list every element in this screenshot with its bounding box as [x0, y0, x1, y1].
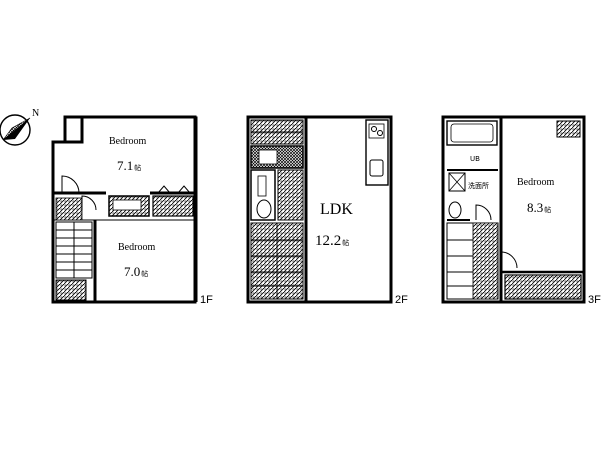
- toilet-icon: [256, 199, 272, 219]
- room-area: 8.3帖: [527, 200, 551, 215]
- floor-1f-stair-treads: [56, 222, 92, 278]
- floor-1f-door: [61, 175, 80, 194]
- floor-label: 1F: [200, 294, 213, 306]
- floor-3f: UB 洗面所 Bedroom 8.3帖 3F: [441, 115, 601, 306]
- room-name: Bedroom: [118, 242, 155, 253]
- toilet-icon: [448, 201, 462, 219]
- stove-icon: [371, 126, 377, 132]
- sink-icon: [369, 159, 384, 177]
- room-area: 7.1帖: [117, 158, 141, 173]
- floor-3f-closet: [504, 274, 582, 300]
- compass: N: [0, 108, 39, 146]
- room-name: Bedroom: [517, 177, 554, 188]
- floor-1f-outer-wall: [51, 115, 197, 304]
- room-area: 12.2帖: [315, 233, 349, 249]
- floor-label: 3F: [588, 294, 601, 306]
- floor-label: 2F: [395, 294, 408, 306]
- unit-bath-label: UB: [470, 155, 480, 163]
- room-name: Bedroom: [109, 136, 146, 147]
- room-area: 7.0帖: [124, 264, 148, 279]
- floor-1f: Bedroom 7.1帖 Bedroom 7.0帖 1F: [51, 115, 213, 306]
- washroom-label: 洗面所: [468, 181, 489, 190]
- floor-1f-closet: [152, 195, 194, 217]
- floor-2f-outer-wall: [246, 115, 393, 304]
- floor-3f-outer-wall: [441, 115, 586, 304]
- floor-2f: LDK 12.2帖 2F: [246, 115, 408, 306]
- floor-1f-entry: [55, 279, 87, 301]
- north-label: N: [32, 108, 39, 119]
- room-name: LDK: [320, 201, 353, 218]
- floor-2f-storage: [277, 169, 304, 221]
